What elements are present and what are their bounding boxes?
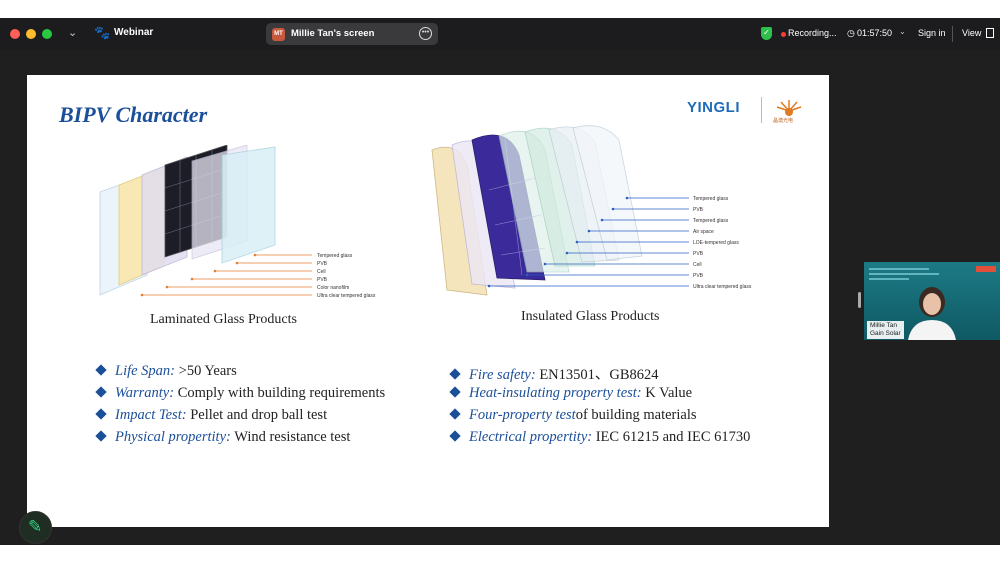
bullet-text: EN13501、GB8624 (539, 367, 659, 383)
right-layer-label: Cell (693, 262, 702, 268)
participant-name-label: Millie Tan Gain Solar (867, 321, 904, 339)
panel-resize-handle[interactable] (858, 292, 861, 308)
view-grid-icon[interactable] (986, 28, 994, 38)
bullet-text: of building materials (575, 407, 697, 423)
bullet-item: Warranty: Comply with building requireme… (95, 385, 386, 402)
right-layer-label: Tempered glass (693, 196, 729, 202)
view-button[interactable]: View (962, 28, 982, 38)
left-layer-label: Ultra clear tempered glass (317, 293, 376, 299)
sign-in-button[interactable]: Sign in (918, 28, 946, 38)
right-layer-label: LOE-tempered glass (693, 240, 739, 246)
participant-video-person (908, 287, 956, 340)
bullet-text: Pellet and drop ball test (190, 407, 328, 423)
diamond-bullet-icon (95, 386, 107, 398)
bullet-item: Physical propertity: Wind resistance tes… (95, 429, 351, 446)
bullet-key: Electrical propertity: (469, 429, 593, 445)
bullet-text: Comply with building requirements (177, 385, 386, 401)
participant-name: Millie Tan (870, 322, 897, 329)
banner-logo (976, 266, 996, 272)
diamond-bullet-icon (449, 408, 461, 420)
sun-logo-icon (776, 100, 802, 116)
bullet-item: Heat-insulating property test: K Value (449, 385, 693, 402)
right-layer-label: Air space (693, 229, 714, 235)
diamond-bullet-icon (449, 368, 461, 380)
webinar-paw-icon: 🐾 (94, 25, 111, 40)
laminated-glass-diagram: Tempered glass PVB Cell PVB Color nanofi… (99, 145, 376, 299)
meeting-timer: 01:57:50 (857, 28, 893, 38)
bullet-text: IEC 61215 and IEC 61730 (595, 429, 751, 445)
slide-title: BIPV Character (59, 102, 208, 127)
diamond-bullet-icon (95, 364, 107, 376)
logo-subtitle: 晶澳光电 (773, 118, 794, 124)
diamond-bullet-icon (449, 386, 461, 398)
recording-status[interactable]: Recording... (788, 28, 837, 38)
share-title: Millie Tan's screen (291, 28, 375, 39)
bullet-key: Fire safety: (469, 367, 536, 383)
bullet-item: Impact Test: Pellet and drop ball test (95, 407, 328, 424)
recording-dot-icon (781, 32, 786, 37)
participant-company: Gain Solar (870, 330, 901, 337)
right-layer-label: PVB (693, 273, 704, 279)
close-window-button[interactable] (10, 29, 20, 39)
right-layer-label: Ultra clear tempered glass (693, 284, 752, 290)
insulated-glass-diagram: Tempered glass PVB Tempered glass Air sp… (431, 125, 752, 296)
left-layer-label: Tempered glass (317, 253, 353, 259)
chevron-down-icon[interactable]: ⌄ (68, 27, 78, 39)
bullet-item: Life Span: >50 Years (95, 363, 237, 380)
timer-chevron-icon[interactable]: ⌄ (899, 27, 906, 36)
banner-line (869, 273, 939, 275)
left-layer-label: PVB (317, 277, 328, 283)
shield-check-icon[interactable]: ✓ (761, 27, 772, 40)
left-layer-label: Color nanofilm (317, 285, 349, 291)
laminated-caption: Laminated Glass Products (150, 312, 297, 327)
presenter-avatar: MT (272, 28, 285, 41)
banner-line (869, 278, 909, 280)
left-bullet-list: Life Span: >50 Years Warranty: Comply wi… (95, 363, 437, 453)
bullet-key: Life Span: (115, 363, 176, 379)
logo-separator (761, 97, 762, 123)
diamond-bullet-icon (95, 430, 107, 442)
screen-share-indicator[interactable]: MT Millie Tan's screen ••• (266, 23, 438, 45)
insulated-caption: Insulated Glass Products (521, 309, 660, 324)
banner-line (869, 268, 929, 270)
annotate-button[interactable]: ✎ (19, 511, 52, 544)
app-label: Webinar (114, 27, 154, 38)
toolbar-divider (952, 26, 953, 42)
bullet-key: Four-property test (469, 407, 576, 423)
pencil-icon: ✎ (28, 517, 43, 536)
bullet-item: Four-property testof building materials (449, 407, 697, 424)
yingli-logo: YINGLI (687, 99, 741, 116)
left-layer-label: Cell (317, 269, 326, 275)
clock-icon: ◷ (847, 28, 855, 38)
more-options-icon[interactable]: ••• (419, 27, 432, 40)
right-layer-label: PVB (693, 251, 704, 257)
bullet-text: >50 Years (178, 363, 237, 379)
diamond-bullet-icon (95, 408, 107, 420)
bullet-key: Physical propertity: (115, 429, 231, 445)
bullet-key: Warranty: (115, 385, 175, 401)
maximize-window-button[interactable] (42, 29, 52, 39)
bullet-key: Heat-insulating property test: (469, 385, 642, 401)
bottom-strip (0, 545, 1000, 563)
bullet-key: Impact Test: (115, 407, 187, 423)
diamond-bullet-icon (449, 430, 461, 442)
left-layer-label: PVB (317, 261, 328, 267)
bullet-item: Fire safety: EN13501、GB8624 (449, 363, 659, 384)
bullet-text: Wind resistance test (234, 429, 351, 445)
right-layer-label: Tempered glass (693, 218, 729, 224)
bullet-text: K Value (645, 385, 693, 401)
presentation-slide: BIPV Character YINGLI 晶澳光电 (27, 75, 829, 527)
right-bullet-list: Fire safety: EN13501、GB8624 Heat-insulat… (449, 363, 821, 453)
bullet-item: Electrical propertity: IEC 61215 and IEC… (449, 429, 751, 446)
right-layer-label: PVB (693, 207, 704, 213)
minimize-window-button[interactable] (26, 29, 36, 39)
top-toolbar: ⌄ 🐾 Webinar MT Millie Tan's screen ••• ✓… (0, 18, 1000, 50)
